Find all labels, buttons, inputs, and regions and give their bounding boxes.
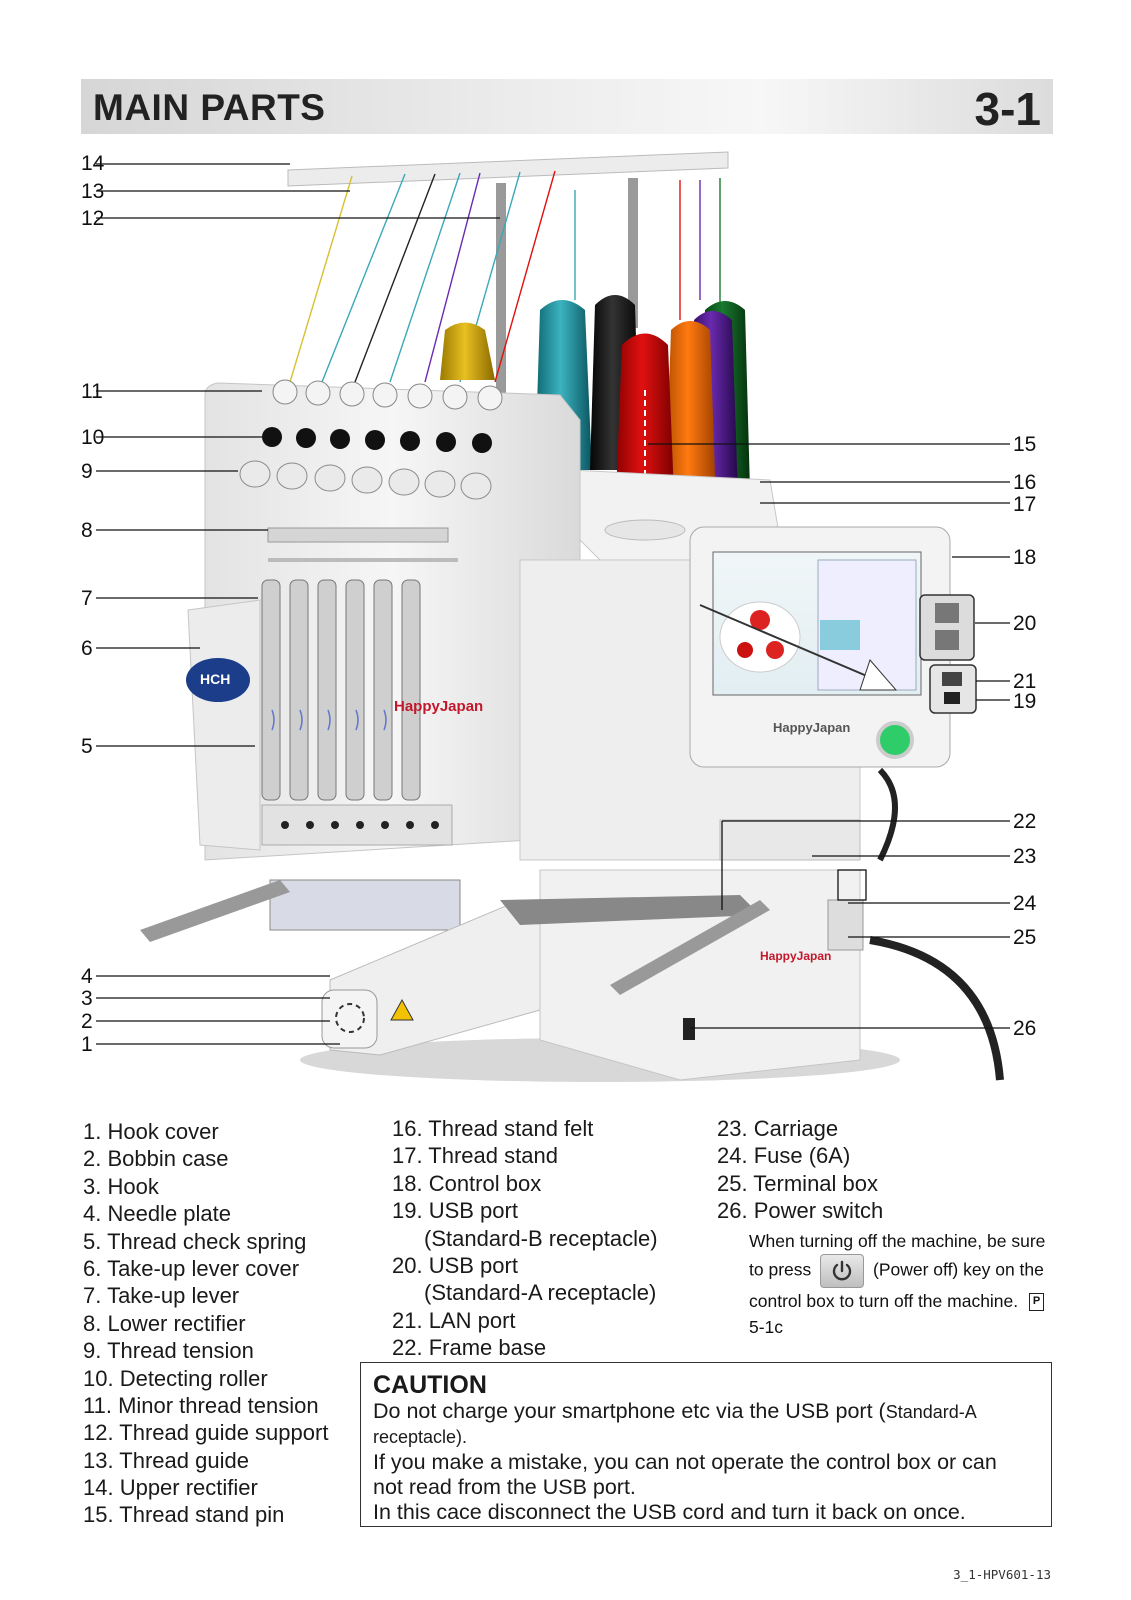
callout-12: 12 [81,208,104,229]
legend-item: 23. Carriage [717,1115,883,1142]
callout-11: 11 [81,381,103,402]
legend-item: 9. Thread tension [83,1337,328,1364]
thread-guide-support-pole [496,183,506,398]
caution-box: CAUTION Do not charge your smartphone et… [360,1362,1052,1527]
legend-item: 22. Frame base [392,1334,658,1361]
callout-4: 4 [81,966,93,987]
carriage [720,820,860,860]
legend-item: 25. Terminal box [717,1170,883,1197]
legend-item: 11. Minor thread tension [83,1392,328,1419]
legend-item: (Standard-B receptacle) [392,1225,658,1252]
legend-item: 10. Detecting roller [83,1365,328,1392]
callout-13: 13 [81,181,104,202]
section-number: 3-1 [975,82,1041,136]
legend-item: 4. Needle plate [83,1200,328,1227]
thread-stand-felt [605,520,685,540]
power-switch [683,1018,695,1040]
power-off-note: When turning off the machine, be sure to… [749,1228,1079,1340]
legend-item: 24. Fuse (6A) [717,1142,883,1169]
legend-item: 20. USB port [392,1252,658,1279]
note-line: 5-1c [749,1314,1079,1340]
callout-5: 5 [81,736,93,757]
note-text: to press [749,1260,811,1280]
legend-item: 13. Thread guide [83,1447,328,1474]
caution-line: In this cace disconnect the USB cord and… [373,1500,1039,1525]
hch-badge-text: HCH [200,671,230,687]
hook-cover [322,990,377,1048]
legend-item: 8. Lower rectifier [83,1310,328,1337]
note-line: to press (Power off) key on the [749,1254,1079,1288]
legend-item: 21. LAN port [392,1307,658,1334]
legend-item: 3. Hook [83,1173,328,1200]
callout-7: 7 [81,588,93,609]
legend-item: 18. Control box [392,1170,658,1197]
caution-line: receptacle). [373,1425,1039,1450]
legend-item: 19. USB port [392,1197,658,1224]
callout-14: 14 [81,153,104,174]
control-cable [880,770,895,860]
base-logo-text: HappyJapan [760,949,831,963]
legend-item: 14. Upper rectifier [83,1474,328,1501]
power-off-key-icon [820,1254,864,1288]
legend-column-1: 1. Hook cover 2. Bobbin case 3. Hook 4. … [83,1118,328,1529]
callout-20: 20 [1013,613,1036,634]
page-reference-icon: P [1029,1293,1044,1311]
legend-item: (Standard-A receptacle) [392,1279,658,1306]
machine-illustration: HCH HappyJapan HappyJapan HappyJapan [0,140,1131,1100]
legend-column-3: 23. Carriage 24. Fuse (6A) 25. Terminal … [717,1115,883,1225]
callout-10: 10 [81,427,104,448]
caution-title: CAUTION [373,1371,1039,1399]
note-line: When turning off the machine, be sure [749,1228,1079,1254]
legend-item: 5. Thread check spring [83,1228,328,1255]
callout-24: 24 [1013,893,1036,914]
callout-23: 23 [1013,846,1036,867]
control-box-logo-text: HappyJapan [773,720,850,735]
callout-25: 25 [1013,927,1036,948]
document-code: 3_1-HPV601-13 [953,1567,1051,1582]
callout-21: 21 [1013,671,1036,692]
legend-item: 26. Power switch [717,1197,883,1224]
note-text: control box to turn off the machine. [749,1291,1018,1311]
legend-item: 12. Thread guide support [83,1419,328,1446]
head-logo-text: HappyJapan [394,698,483,715]
legend-column-2: 16. Thread stand felt 17. Thread stand 1… [392,1115,658,1362]
caution-line: not read from the USB port. [373,1475,1039,1500]
callout-2: 2 [81,1011,93,1032]
page-title: MAIN PARTS [93,87,325,129]
terminal-box [828,900,863,950]
presser-feet [270,880,460,930]
start-button [878,723,912,757]
callout-16: 16 [1013,472,1036,493]
callout-9: 9 [81,461,93,482]
caution-line: Do not charge your smartphone etc via th… [373,1399,1039,1425]
callout-22: 22 [1013,811,1036,832]
legend-item: 16. Thread stand felt [392,1115,658,1142]
legend-item: 15. Thread stand pin [83,1501,328,1528]
note-text: (Power off) key on the [873,1260,1044,1280]
caution-line: If you make a mistake, you can not opera… [373,1450,1039,1475]
callout-15: 15 [1013,434,1036,455]
callout-17: 17 [1013,494,1036,515]
note-line: control box to turn off the machine. P [749,1288,1079,1314]
callout-19: 19 [1013,691,1036,712]
legend-item: 1. Hook cover [83,1118,328,1145]
callout-18: 18 [1013,547,1036,568]
callout-26: 26 [1013,1018,1036,1039]
take-up-lever-cover [188,600,260,850]
callout-1: 1 [81,1034,93,1055]
left-frame-arm [140,880,290,942]
legend-item: 6. Take-up lever cover [83,1255,328,1282]
legend-item: 2. Bobbin case [83,1145,328,1172]
page-header: MAIN PARTS 3-1 [81,79,1053,134]
lower-rectifier [268,528,448,542]
legend-item: 7. Take-up lever [83,1282,328,1309]
thread-guide-bar [288,152,728,186]
legend-item: 17. Thread stand [392,1142,658,1169]
callout-6: 6 [81,638,93,659]
callout-8: 8 [81,520,93,541]
callout-3: 3 [81,988,93,1009]
